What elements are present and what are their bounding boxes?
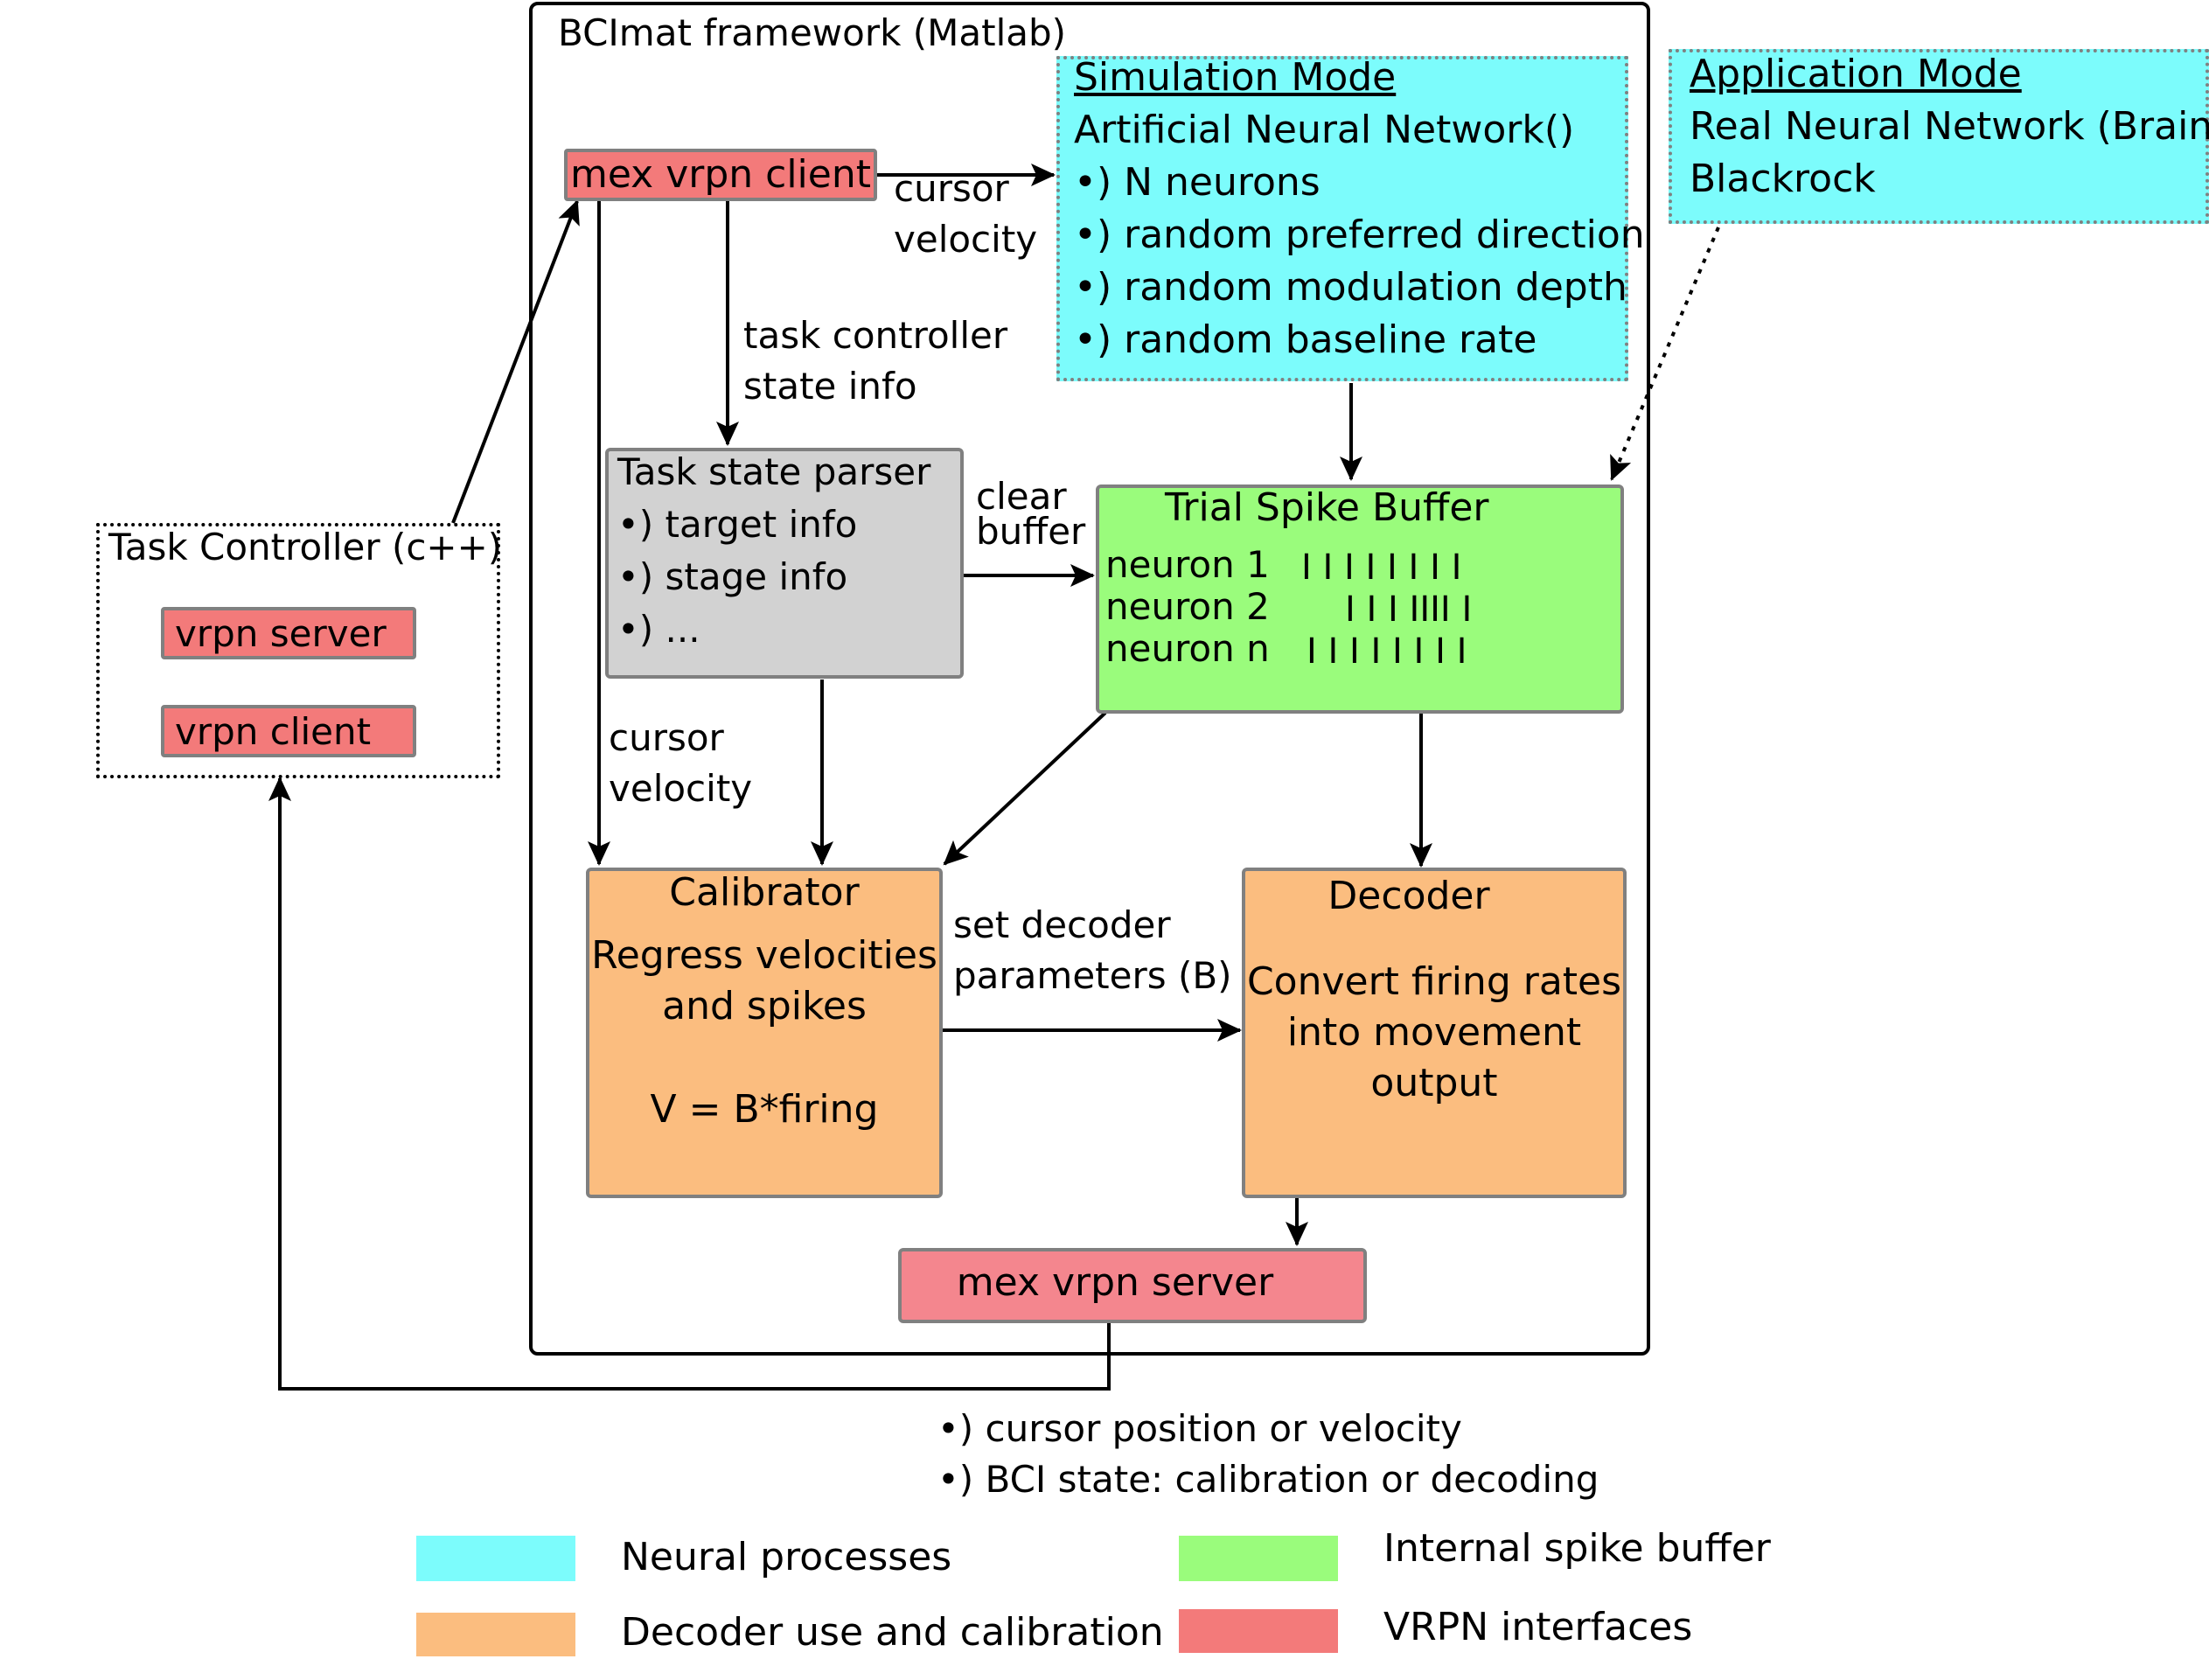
neuron-spike-train: I I I I I I I I [1307, 631, 1467, 672]
edge-label-cursor: cursor [894, 167, 1009, 210]
task-controller-box [96, 523, 500, 778]
edge-label-parameters: parameters (B) [953, 954, 1232, 997]
mex-vrpn-server-box: mex vrpn server [898, 1248, 1367, 1323]
simulation-item: •) N neurons [1074, 160, 1321, 205]
legend-swatch-vrpn [1179, 1609, 1338, 1653]
vrpn-server-label: vrpn server [175, 612, 387, 655]
decoder-title: Decoder [1327, 874, 1490, 918]
bcimat-framework-frame [529, 2, 1650, 1356]
application-mode-box [1669, 49, 2209, 224]
mex-vrpn-client-box: mex vrpn client [564, 149, 877, 201]
edge-label-velocity: velocity [609, 767, 753, 810]
legend-swatch-decoder [416, 1613, 575, 1656]
decoder-line: output [1370, 1061, 1498, 1105]
legend-swatch-neural [416, 1536, 575, 1581]
decoder-line: Convert firing rates [1246, 959, 1622, 1004]
calibrator-title: Calibrator [669, 870, 860, 915]
legend-label: Neural processes [621, 1535, 952, 1579]
edge-label-set-decoder: set decoder [953, 903, 1171, 946]
legend-swatch-spike-buffer [1179, 1536, 1338, 1581]
task-controller-title: Task Controller (c++) [108, 526, 503, 568]
calibrator-box [586, 868, 943, 1198]
parser-item: •) ... [617, 608, 700, 651]
parser-title: Task state parser [617, 450, 931, 493]
output-note: •) BCI state: calibration or decoding [937, 1458, 1599, 1501]
neuron-label: neuron n [1105, 627, 1270, 670]
simulation-subtitle: Artificial Neural Network() [1074, 108, 1575, 152]
neuron-spike-train: I I I I I I I I [1301, 547, 1462, 588]
decoder-box [1242, 868, 1627, 1198]
calibrator-line: Regress velocities [591, 933, 937, 978]
output-note: •) cursor position or velocity [937, 1407, 1462, 1450]
legend-label: VRPN interfaces [1383, 1605, 1693, 1649]
edge-label-buffer: buffer [976, 510, 1086, 553]
spike-buffer-title: Trial Spike Buffer [1165, 485, 1489, 530]
task-state-parser-box [605, 448, 964, 679]
application-mode-title: Application Mode [1690, 52, 2022, 96]
vrpn-server-box: vrpn server [161, 607, 416, 659]
mex-vrpn-server-label: mex vrpn server [956, 1260, 1274, 1305]
framework-title: BCImat framework (Matlab) [558, 11, 1067, 54]
vrpn-client-label: vrpn client [175, 710, 372, 753]
simulation-item: •) random modulation depth [1074, 265, 1627, 310]
simulation-item: •) random baseline rate [1074, 317, 1537, 362]
simulation-mode-title: Simulation Mode [1074, 55, 1397, 100]
legend-label: Internal spike buffer [1383, 1526, 1771, 1571]
simulation-mode-box [1056, 56, 1628, 381]
edge-label-task-controller: task controller [743, 314, 1008, 357]
arrow-taskcontroller-to-mexclient [451, 199, 580, 524]
arrow-mexserver-to-taskcontroller [268, 777, 1111, 1391]
edge-label-clear: clear [976, 475, 1067, 518]
parser-item: •) stage info [617, 555, 848, 598]
calibrator-line: and spikes [662, 984, 867, 1028]
parser-item: •) target info [617, 503, 858, 546]
neuron-label: neuron 2 [1105, 585, 1270, 628]
application-line: Blackrock [1690, 157, 1876, 201]
neuron-label: neuron 1 [1105, 543, 1270, 586]
arrow-buffer-to-calibrator [943, 711, 1107, 866]
trial-spike-buffer-box [1096, 484, 1624, 714]
edge-label-velocity: velocity [894, 218, 1038, 261]
edge-label-state-info: state info [743, 365, 917, 408]
neuron-spike-train: I I I IIII I [1345, 589, 1473, 630]
legend-label: Decoder use and calibration [621, 1610, 1164, 1655]
application-line: Real Neural Network (Brain) [1690, 104, 2209, 149]
simulation-item: •) random preferred direction [1074, 213, 1645, 257]
mex-vrpn-client-label: mex vrpn client [570, 152, 871, 197]
decoder-line: into movement [1286, 1010, 1582, 1055]
vrpn-client-box: vrpn client [161, 705, 416, 757]
edge-label-cursor: cursor [609, 716, 724, 759]
calibrator-formula: V = B*firing [650, 1087, 879, 1132]
arrow-application-to-buffer [1610, 227, 1720, 481]
